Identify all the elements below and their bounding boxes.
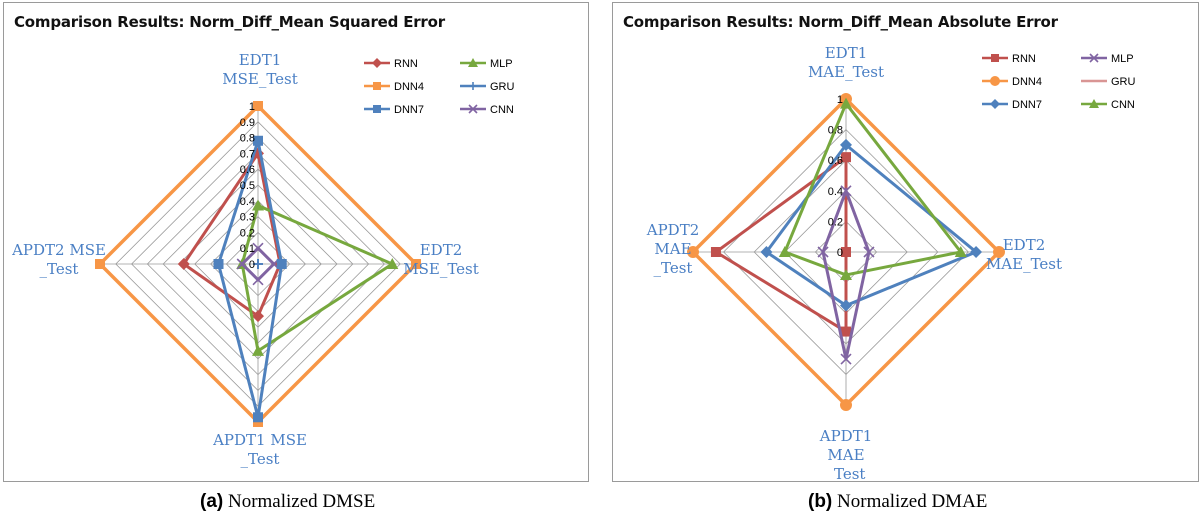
tick-label: 0.7 bbox=[240, 148, 255, 160]
legend-item-rnn: RNN bbox=[982, 53, 1036, 65]
data-point-gru bbox=[253, 259, 263, 269]
series-line-dnn7 bbox=[764, 142, 979, 308]
tick-label: 0.4 bbox=[828, 186, 843, 198]
data-point-dnn4 bbox=[993, 246, 1005, 258]
svg-text:CNN: CNN bbox=[490, 104, 514, 116]
data-point-rnn bbox=[252, 310, 264, 323]
chart-title: Comparison Results: Norm_Diff_Mean Squar… bbox=[14, 13, 445, 31]
svg-text:MLP: MLP bbox=[1111, 53, 1134, 65]
data-point-cnn bbox=[778, 246, 791, 257]
svg-text:RNN: RNN bbox=[1012, 53, 1036, 65]
legend-item-gru: GRU bbox=[460, 81, 515, 93]
data-point-cnn bbox=[840, 97, 852, 109]
tick-label: 0.8 bbox=[240, 133, 255, 145]
svg-text:DNN4: DNN4 bbox=[1012, 76, 1042, 88]
legend-item-rnn: RNN bbox=[364, 58, 418, 70]
caption-text: Normalized DMSE bbox=[227, 491, 376, 512]
data-point-dnn4 bbox=[95, 259, 105, 269]
legend-item-mlp: MLP bbox=[460, 58, 513, 70]
data-point-dnn4 bbox=[253, 101, 263, 111]
data-point-rnn bbox=[177, 258, 190, 270]
svg-text:GRU: GRU bbox=[1111, 76, 1136, 88]
data-point-cnn bbox=[236, 258, 248, 270]
data-point-rnn bbox=[841, 247, 851, 257]
legend-item-gru: GRU bbox=[1081, 76, 1136, 88]
svg-text:GRU: GRU bbox=[490, 81, 515, 93]
data-point-rnn bbox=[710, 247, 721, 257]
svg-text:DNN4: DNN4 bbox=[394, 81, 424, 93]
chart-panel-mae: Comparison Results: Norm_Diff_Mean Absol… bbox=[612, 2, 1199, 482]
legend-item-dnn7: DNN7 bbox=[982, 99, 1042, 111]
legend-item-dnn7: DNN7 bbox=[364, 104, 424, 116]
svg-text:DNN7: DNN7 bbox=[1012, 99, 1042, 111]
data-point-rnn bbox=[841, 326, 851, 337]
data-point-mlp bbox=[817, 246, 829, 258]
data-point-cnn bbox=[252, 242, 264, 254]
tick-label: 0.3 bbox=[240, 212, 255, 224]
data-point-mlp bbox=[386, 258, 399, 269]
tick-label: 0.6 bbox=[240, 164, 255, 176]
data-point-dnn7 bbox=[970, 246, 983, 258]
caption-label: (a) bbox=[200, 491, 224, 512]
data-point-dnn7 bbox=[253, 412, 263, 423]
legend-item-dnn4: DNN4 bbox=[982, 76, 1042, 88]
tick-label: 0.6 bbox=[828, 155, 843, 167]
caption-a: (a) Normalized DMSE bbox=[200, 491, 375, 513]
tick-label: 0.1 bbox=[240, 243, 255, 255]
tick-label: 0.2 bbox=[240, 227, 255, 239]
tick-label: 1 bbox=[837, 94, 843, 106]
data-point-mlp bbox=[252, 199, 264, 211]
series-line-mlp bbox=[240, 203, 396, 354]
data-point-dnn7 bbox=[213, 259, 224, 269]
data-point-dnn4 bbox=[840, 399, 852, 411]
data-point-dnn7 bbox=[840, 138, 852, 151]
caption-text: Normalized DMAE bbox=[837, 491, 988, 512]
data-point-mlp bbox=[840, 353, 852, 365]
tick-label: 1 bbox=[249, 101, 255, 113]
data-point-dnn7 bbox=[760, 246, 773, 258]
legend-item-mlp: MLP bbox=[1081, 53, 1134, 65]
tick-label: 0.8 bbox=[828, 125, 843, 137]
tick-label: 0 bbox=[249, 259, 255, 271]
data-point-dnn7 bbox=[840, 299, 852, 312]
svg-text:RNN: RNN bbox=[394, 58, 418, 70]
chart-title: Comparison Results: Norm_Diff_Mean Absol… bbox=[623, 13, 1058, 31]
data-point-dnn4 bbox=[687, 246, 699, 258]
data-point-mlp bbox=[840, 185, 852, 197]
legend-item-cnn: CNN bbox=[1081, 99, 1135, 111]
legend-item-dnn4: DNN4 bbox=[364, 81, 424, 93]
caption-b: (b) Normalized DMAE bbox=[808, 491, 987, 513]
data-point-rnn bbox=[841, 152, 851, 163]
data-point-mlp bbox=[252, 344, 264, 356]
caption-label: (b) bbox=[808, 491, 833, 512]
data-point-cnn bbox=[954, 246, 967, 257]
data-point-dnn4 bbox=[411, 259, 421, 269]
tick-label: 0.5 bbox=[240, 180, 255, 192]
svg-text:MLP: MLP bbox=[490, 58, 513, 70]
axis-label-bottom: APDT1 MSE_Test bbox=[212, 431, 307, 468]
data-point-cnn bbox=[252, 274, 264, 286]
data-point-cnn bbox=[840, 268, 852, 280]
tick-label: 0.4 bbox=[240, 196, 255, 208]
data-point-dnn7 bbox=[276, 259, 287, 269]
tick-label: 0.2 bbox=[828, 216, 843, 228]
data-point-dnn7 bbox=[253, 135, 263, 146]
tick-label: 0 bbox=[837, 247, 843, 259]
chart-panel-mse: Comparison Results: Norm_Diff_Mean Squar… bbox=[3, 2, 589, 482]
axis-label-left: APDT2 MSE_Test bbox=[11, 241, 106, 278]
data-point-mlp bbox=[863, 246, 875, 258]
svg-text:CNN: CNN bbox=[1111, 99, 1135, 111]
tick-label: 0.9 bbox=[240, 117, 255, 129]
legend-item-cnn: CNN bbox=[460, 104, 514, 116]
svg-text:DNN7: DNN7 bbox=[394, 104, 424, 116]
